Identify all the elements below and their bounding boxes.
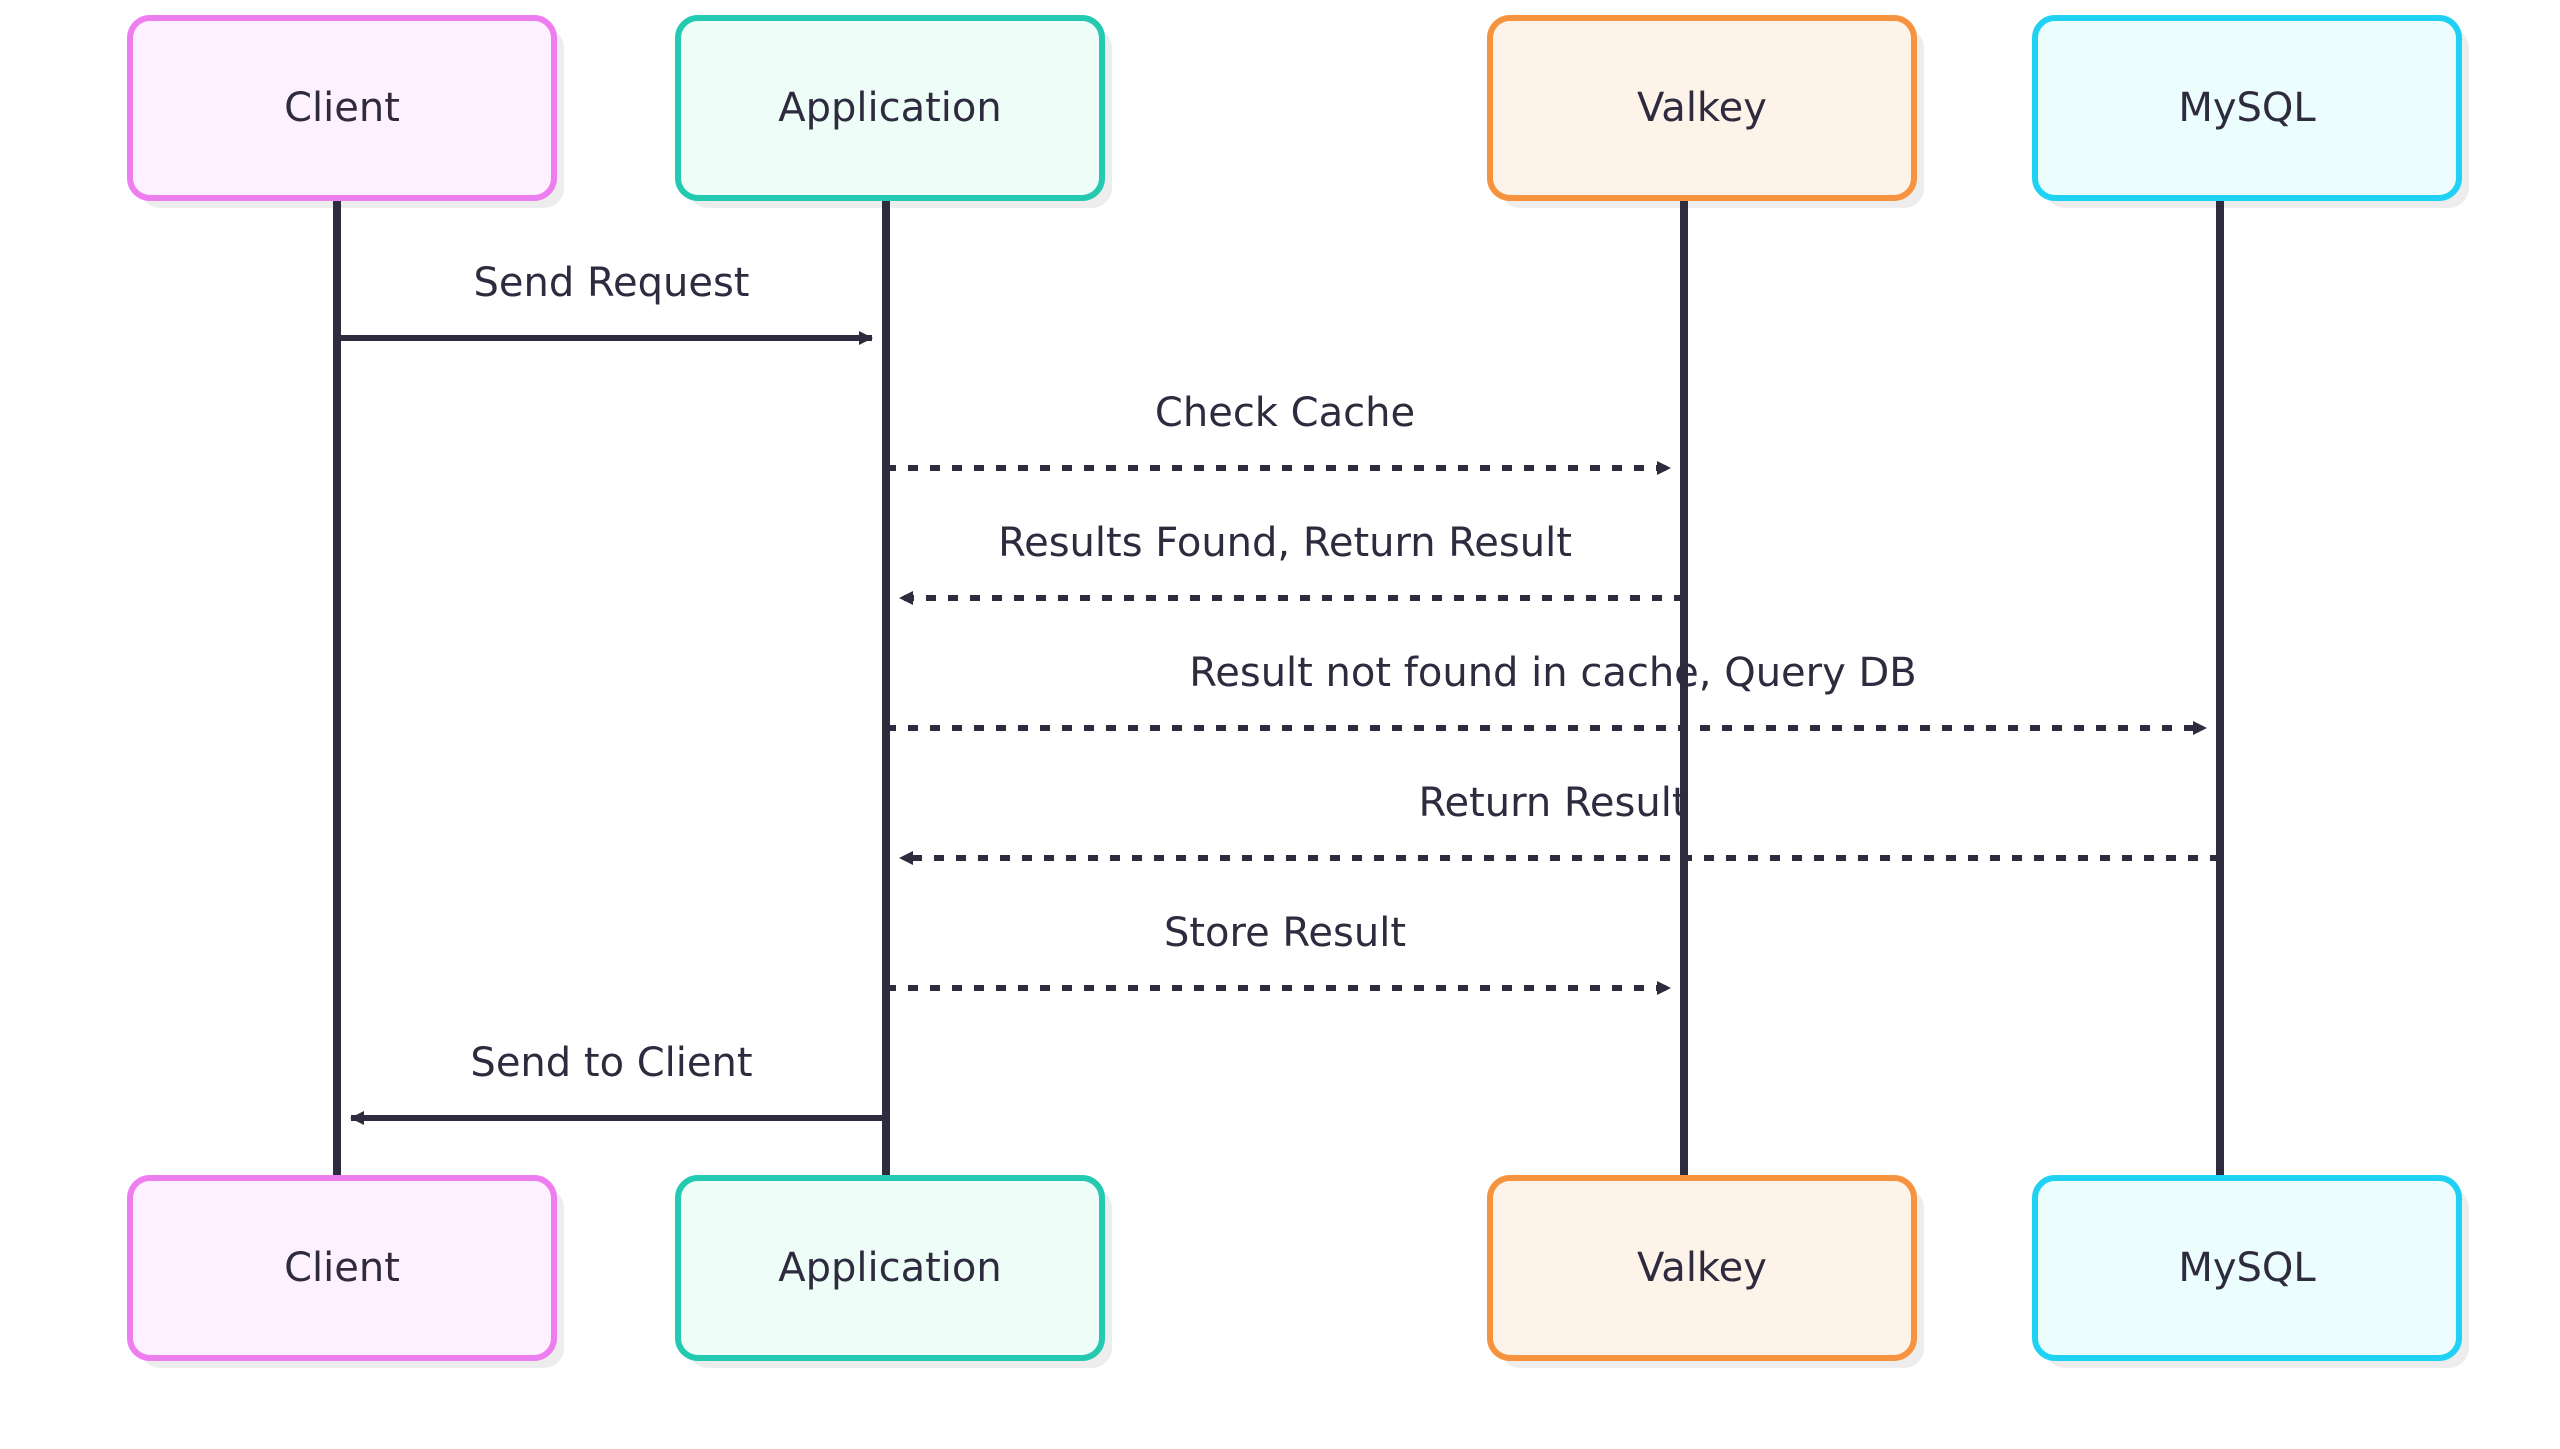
actor-box-application-top[interactable]: Application — [675, 15, 1105, 201]
actor-box-rect-valkey — [1487, 1175, 1917, 1361]
message-label-3: Results Found, Return Result — [998, 520, 1572, 566]
message-4-application-to-mysql[interactable]: Result not found in cache, Query DB — [886, 650, 2207, 735]
actor-box-rect-client — [127, 15, 557, 201]
actor-box-shadows — [140, 28, 2469, 1368]
actor-box-application-bottom[interactable]: Application — [675, 1175, 1105, 1361]
actor-label-valkey: Valkey — [1637, 1245, 1767, 1291]
actor-box-valkey-bottom[interactable]: Valkey — [1487, 1175, 1917, 1361]
message-label-7: Send to Client — [470, 1040, 752, 1086]
message-1-client-to-application[interactable]: Send Request — [337, 260, 873, 345]
message-5-mysql-to-application[interactable]: Return Result — [899, 780, 2220, 865]
message-label-2: Check Cache — [1155, 390, 1415, 436]
message-2-application-to-valkey[interactable]: Check Cache — [886, 390, 1671, 475]
actor-box-rect-application — [675, 1175, 1105, 1361]
actor-label-valkey: Valkey — [1637, 85, 1767, 131]
actor-box-rect-client — [127, 1175, 557, 1361]
message-label-4: Result not found in cache, Query DB — [1189, 650, 1916, 696]
actor-boxes-layer: ClientClientApplicationApplicationValkey… — [127, 15, 2462, 1361]
actor-label-mysql: MySQL — [2178, 1245, 2316, 1291]
message-label-6: Store Result — [1164, 910, 1406, 956]
actor-box-rect-mysql — [2032, 1175, 2462, 1361]
actor-label-client: Client — [284, 85, 400, 131]
actor-box-mysql-top[interactable]: MySQL — [2032, 15, 2462, 201]
actor-box-rect-application — [675, 15, 1105, 201]
actor-label-application: Application — [778, 85, 1002, 131]
actor-label-application: Application — [778, 1245, 1002, 1291]
lifelines-layer — [333, 198, 2224, 1178]
message-6-application-to-valkey[interactable]: Store Result — [886, 910, 1671, 995]
actor-label-mysql: MySQL — [2178, 85, 2316, 131]
message-7-application-to-client[interactable]: Send to Client — [350, 1040, 886, 1125]
actor-box-rect-mysql — [2032, 15, 2462, 201]
message-label-1: Send Request — [474, 260, 750, 306]
actor-box-valkey-top[interactable]: Valkey — [1487, 15, 1917, 201]
actor-box-rect-valkey — [1487, 15, 1917, 201]
message-3-valkey-to-application[interactable]: Results Found, Return Result — [899, 520, 1684, 605]
actor-box-mysql-bottom[interactable]: MySQL — [2032, 1175, 2462, 1361]
actor-box-client-top[interactable]: Client — [127, 15, 557, 201]
actor-label-client: Client — [284, 1245, 400, 1291]
actor-box-client-bottom[interactable]: Client — [127, 1175, 557, 1361]
message-label-5: Return Result — [1418, 780, 1687, 826]
